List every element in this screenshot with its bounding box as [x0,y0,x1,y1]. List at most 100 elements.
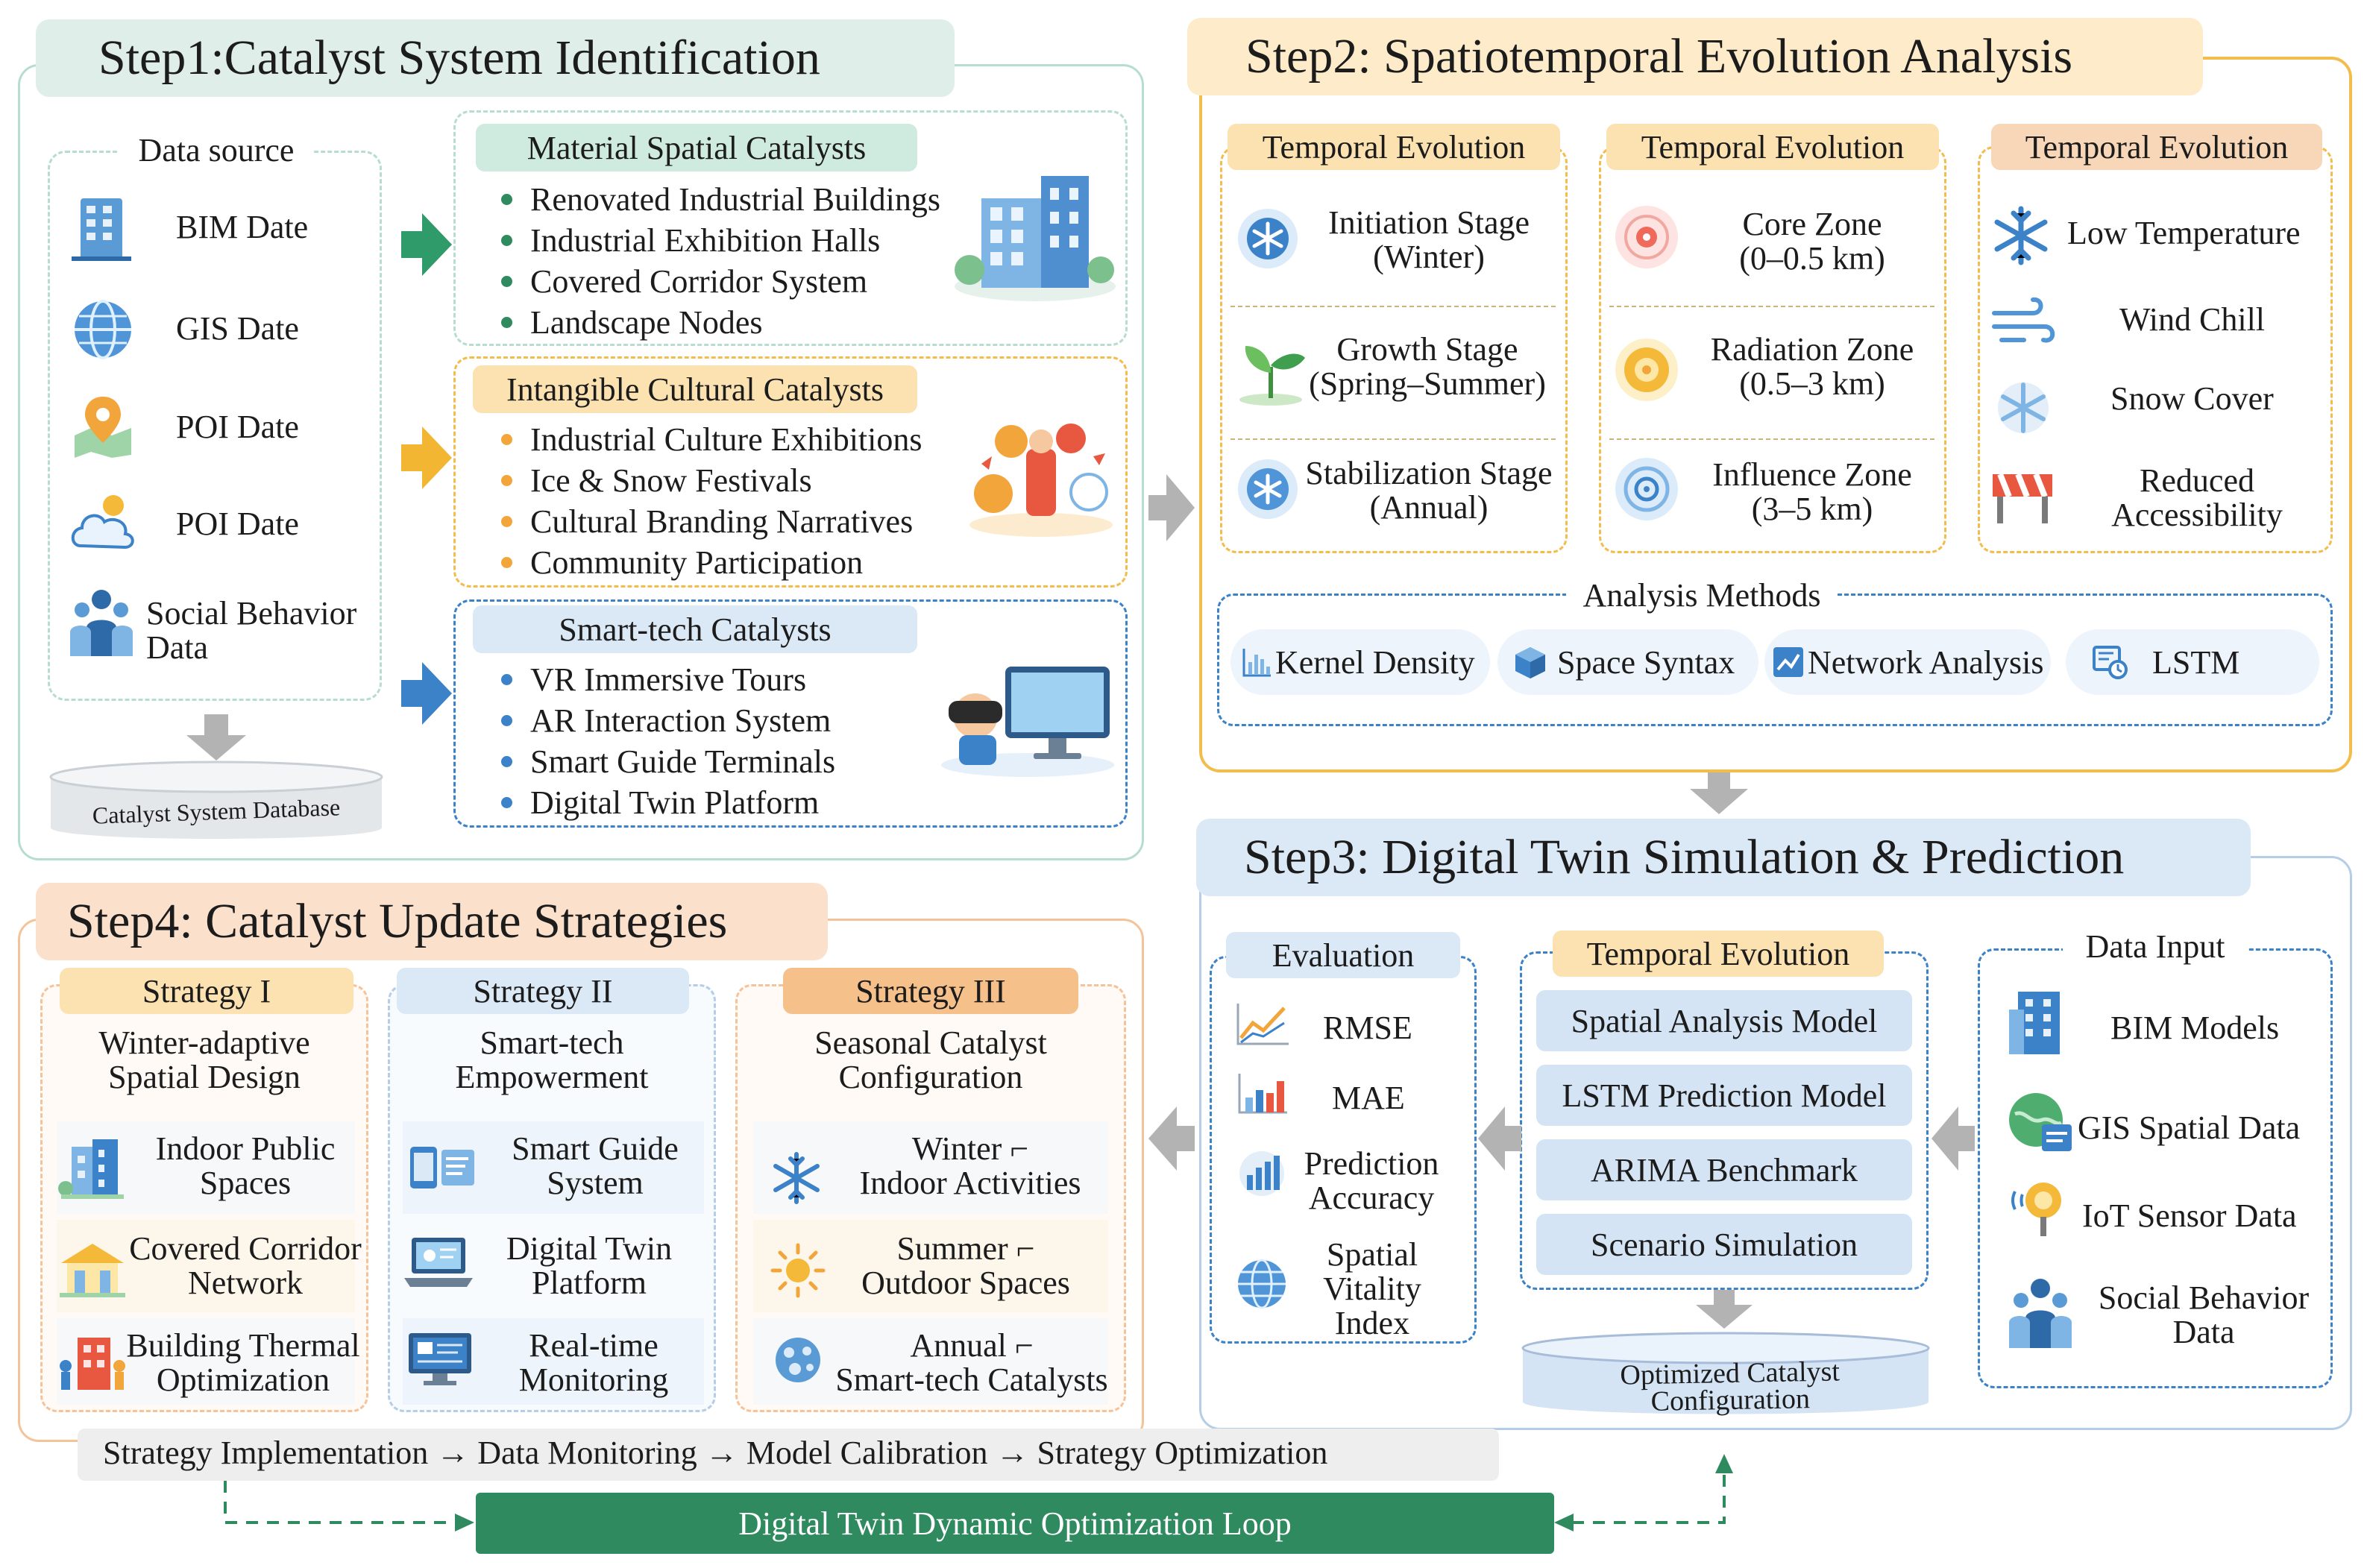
method-chip [2066,629,2319,695]
building-icon [2009,992,2060,1054]
flow-bar [78,1429,1499,1481]
step1-title: Step1:Catalyst System Identification [36,19,955,97]
radiation-icon [1615,339,1678,401]
evaluation-title: Evaluation [1226,932,1460,978]
metric-label: RMSE [1323,1010,1412,1046]
thermal-building-icon [60,1338,125,1390]
snowflake-badge-icon [1238,209,1298,268]
strategy-item-label: Summer ⌐Outdoor Spaces [861,1230,1070,1301]
strategy-header: Strategy II [397,968,689,1014]
accuracy-chart-icon [1239,1151,1284,1196]
industrial-building-illustration [955,176,1116,301]
sun-icon [770,1243,826,1298]
zone-label: Core Zone(0–0.5 km) [1739,206,1885,277]
flow-text: Strategy Implementation → Data Monitorin… [103,1435,1328,1471]
wind-icon [1992,297,2055,343]
smart-catalysts-list: VR Immersive Tours AR Interaction System… [501,659,835,823]
building-icon [72,198,131,261]
list-item: Digital Twin Platform [501,782,835,823]
material-catalysts-list: Renovated Industrial Buildings Industria… [501,179,940,343]
data-source-item: BIM Date [176,209,309,245]
step4-title: Step4: Catalyst Update Strategies [36,883,828,960]
list-item: Renovated Industrial Buildings [501,179,940,220]
arrow-right-icon [401,426,452,489]
barrier-icon [1993,473,2052,523]
arrow-right-icon [1148,474,1195,541]
list-item: VR Immersive Tours [501,659,835,700]
model-item: Scenario Simulation [1536,1214,1912,1275]
data-input-title: Data Input [2063,928,2248,966]
step3-title: Step3: Digital Twin Simulation & Predict… [1196,819,2251,896]
line-chart-icon [1236,1004,1289,1045]
loop-connector [224,1454,1733,1531]
data-input-item: BIM Models [2110,1010,2280,1046]
smart-guide-icon [410,1147,474,1188]
cube-icon [1515,647,1545,678]
smart-catalysts-box [453,599,1128,828]
intangible-catalysts-box [453,356,1128,588]
list-item: AR Interaction System [501,700,835,741]
list-item: Industrial Culture Exhibitions [501,419,922,460]
condition-label: Wind Chill [2119,301,2266,338]
zone-label: Influence Zone(3–5 km) [1712,456,1912,527]
material-catalysts-box [453,110,1128,346]
festival-illustration [969,424,1113,537]
arrow-left-icon [1148,1106,1195,1171]
laptop-icon [404,1238,473,1287]
data-source-item: Social Behavior Data [146,595,357,666]
people-icon [70,590,133,656]
material-catalysts-title: Material Spatial Catalysts [476,124,917,171]
globe-icon [1238,1259,1286,1309]
arrow-down-icon [186,714,246,761]
strategy-item-label: Winter ⌐Indoor Activities [859,1130,1081,1201]
globe-icon [75,300,131,359]
globe-icon [2009,1093,2072,1151]
strategy-header: Strategy I [60,968,353,1014]
arrow-right-icon [401,213,452,276]
strategy-item-label: Annual ⌐Smart-tech Catalysts [835,1327,1108,1398]
model-item: LSTM Prediction Model [1536,1065,1912,1126]
analysis-methods-title: Analysis Methods [1566,577,1838,614]
models-title: Temporal Evolution [1553,931,1884,977]
map-pin-icon [75,397,131,458]
arrow-left-icon [1931,1106,1975,1171]
metric-label: MAE [1332,1080,1405,1116]
method-chip [1230,629,1490,695]
people-icon [2009,1279,2072,1348]
condition-label: Low Temperature [2067,215,2301,251]
smart-catalysts-title: Smart-tech Catalysts [473,605,917,653]
list-item: Cultural Branding Narratives [501,501,922,542]
divider [1609,438,1934,440]
method-label: Space Syntax [1557,644,1735,681]
stage-label: Initiation Stage(Winter) [1327,204,1530,275]
intangible-catalysts-title: Intangible Cultural Catalysts [473,365,917,413]
optimization-loop-banner: Digital Twin Dynamic Optimization Loop [476,1493,1554,1554]
density-chart-icon [1242,649,1271,677]
lstm-icon [2093,646,2128,679]
list-item: Industrial Exhibition Halls [501,220,940,261]
snowflake-icon [773,1152,820,1204]
target-icon [1615,206,1678,268]
stage-label: Stabilization Stage(Annual) [1305,455,1553,526]
model-item: ARIMA Benchmark [1536,1139,1912,1200]
stage-label: Growth Stage(Spring–Summer) [1309,331,1546,402]
snowflake-icon [1994,206,2048,265]
sprout-icon [1239,346,1305,406]
snow-cover-icon [1998,382,2049,433]
arrow-left-icon [1478,1106,1521,1171]
data-input-item: IoT Sensor Data [2082,1197,2297,1234]
monitor-icon [409,1333,471,1385]
method-label: Network Analysis [1808,644,2044,681]
divider [1230,306,1556,307]
method-chip [1764,629,2051,695]
